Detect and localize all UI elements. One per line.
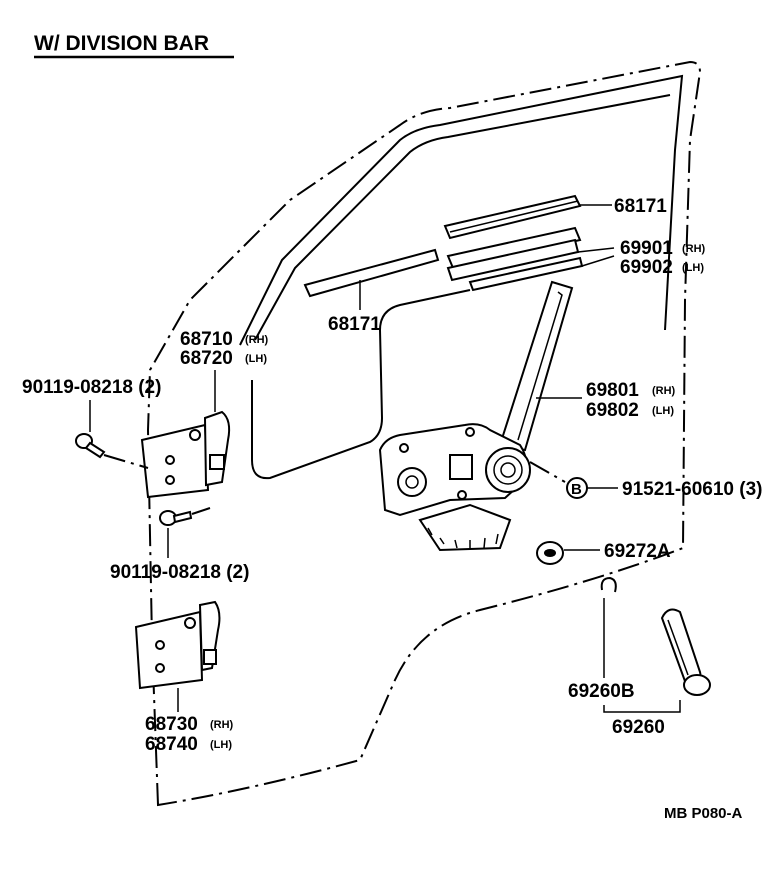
label-regulator-a-suffix: (RH) — [652, 385, 676, 397]
label-clip: 69260B — [568, 681, 635, 702]
label-bolt-lower: 90119-08218 (2) — [110, 562, 249, 583]
label-regulator-a: 69801 — [586, 380, 639, 401]
label-regulator-b: 69802 — [586, 400, 639, 421]
lower-hinge — [134, 600, 221, 690]
label-handle: 69260 — [612, 717, 665, 738]
label-upper-hinge-b-suffix: (LH) — [245, 353, 267, 365]
hinge-bolt-upper — [75, 433, 106, 459]
label-channel-b: 69902 — [620, 257, 673, 278]
label-regulator-b-suffix: (LH) — [652, 405, 674, 417]
label-bolt-upper: 90119-08218 (2) — [22, 377, 161, 398]
window-frame-outer — [239, 74, 684, 346]
retaining-clip — [600, 576, 617, 593]
label-channel-a: 69901 — [620, 238, 673, 259]
hinge-bolt-lower — [159, 510, 193, 526]
label-channel-b-suffix: (LH) — [682, 262, 704, 274]
label-upper-hinge-a-suffix: (RH) — [245, 334, 269, 346]
label-lower-hinge-b-suffix: (LH) — [210, 739, 232, 751]
window-frame-inner — [254, 94, 671, 341]
window-crank-handle — [660, 608, 711, 696]
washer — [536, 541, 564, 565]
glass-opening — [251, 289, 471, 480]
diagram-code: MB P080-A — [664, 805, 743, 822]
label-lower-hinge-a-suffix: (RH) — [210, 719, 234, 731]
label-upper-hinge-a: 68710 — [180, 329, 233, 350]
lower-sash-channel — [446, 226, 584, 292]
label-run-top: 68171 — [614, 196, 667, 217]
diagram-title: W/ DIVISION BAR — [34, 32, 209, 55]
label-channel-a-suffix: (RH) — [682, 243, 706, 255]
leader-handle — [603, 700, 681, 713]
leader-channel — [577, 247, 615, 267]
bolt-b-code: B — [571, 481, 582, 498]
label-washer: 69272A — [604, 541, 671, 562]
window-regulator — [378, 280, 574, 552]
door-outline — [146, 60, 702, 807]
label-lower-hinge-b: 68740 — [145, 734, 198, 755]
label-lower-hinge-a: 68730 — [145, 714, 198, 735]
upper-hinge — [140, 410, 231, 499]
bolt-axis-upper — [103, 454, 149, 469]
label-upper-hinge-b: 68720 — [180, 348, 233, 369]
bolt-b-axis — [529, 461, 566, 483]
run-channel-top — [443, 194, 582, 240]
label-bolt-b: 91521-60610 (3) — [622, 479, 763, 500]
label-run-left: 68171 — [328, 314, 381, 335]
bolt-axis-lower — [191, 507, 211, 515]
run-channel-left — [303, 248, 440, 298]
